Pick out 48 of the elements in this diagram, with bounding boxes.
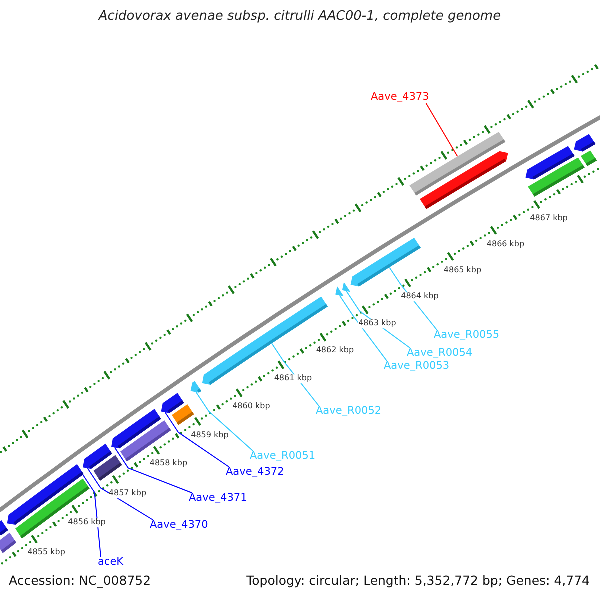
footer-text: Accession: NC_008752 [9,574,152,588]
gene-feature [526,146,575,180]
scale-label: 4857 kbp [108,489,147,498]
footer-text: Topology: circular; Length: 5,352,772 bp; Genes: 4,774 [246,574,590,588]
gene-feature [190,381,202,393]
gene-feature [94,455,122,481]
leader-line [114,447,192,494]
leader-line [339,295,388,362]
gene-feature [420,151,508,210]
gene-feature [172,404,194,426]
gene-label: Aave_R0052 [316,406,382,418]
title: Acidovorax avenae subsp. citrulli AAC00-1, complete genome [97,10,502,24]
gene-feature [16,478,90,539]
leader-line [272,343,320,406]
gene-label: Aave_4371 [189,493,248,505]
scale-label: 4867 kbp [530,214,568,224]
gene-feature [336,286,344,296]
leader-line [87,468,154,520]
gene-feature [580,150,598,166]
scale-label: 4863 kbp [358,320,396,328]
scale-label: 4864 kbp [401,292,439,302]
leader-line [164,412,230,468]
scale-label: 4860 kbp [232,402,270,412]
leader-line [196,392,254,452]
gene-feature [574,134,596,152]
gene-label: Aave_R0054 [407,348,473,360]
gene-feature [161,393,184,414]
scale-label: 4858 kbp [150,460,188,469]
gene-label: aceK [98,557,124,569]
gene-feature [0,532,16,554]
gene-label: Aave_R0055 [434,330,500,342]
gene-feature [342,282,351,292]
scale-label: 4859 kbp [191,431,229,440]
gene-label: Aave_4370 [150,520,208,532]
leader-line [82,474,102,558]
scale-label: 4862 kbp [316,347,354,356]
gene-label: Aave_4372 [226,467,284,479]
gene-label: Aave_R0053 [384,361,450,373]
leader-line [426,103,458,158]
gene-feature [350,238,421,287]
gene-label: Aave_4373 [371,92,430,104]
scale-label: 4856 kbp [68,518,106,528]
scale-label: 4865 kbp [444,266,482,276]
scale-label: 4866 kbp [486,240,525,249]
gene-feature [0,520,8,536]
scale-label: 4855 kbp [28,548,66,558]
scale-label: 4861 kbp [274,374,312,384]
gene-label: Aave_R0051 [250,451,316,463]
